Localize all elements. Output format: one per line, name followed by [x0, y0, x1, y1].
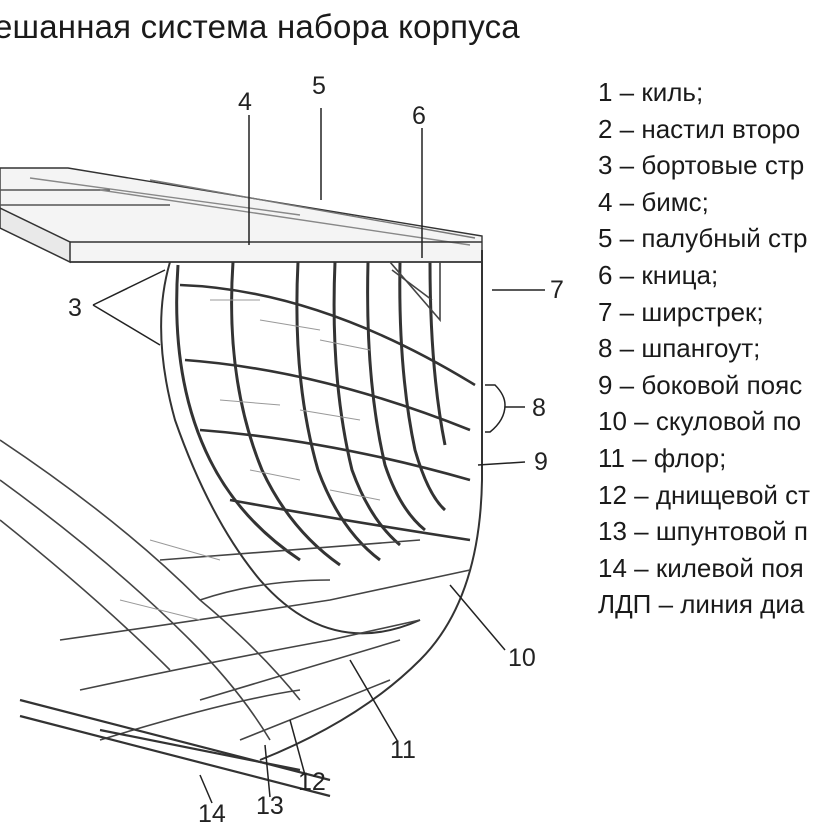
callout-6: 6	[412, 102, 426, 130]
deck-edge-plank	[0, 207, 71, 264]
callout-10: 10	[508, 644, 536, 672]
callout-4: 4	[238, 88, 252, 116]
callout-11: 11	[390, 736, 416, 764]
legend-item-1: 1 – киль;	[598, 77, 704, 107]
callout-5: 5	[312, 72, 326, 100]
diagram-title: ешанная система набора корпуса	[0, 8, 520, 45]
legend-item-3: 3 – бортовые стр	[598, 150, 805, 181]
legend-item-13: 13 – шпунтовой п	[598, 516, 809, 547]
legend-item-9: 9 – боковой пояс	[598, 369, 803, 400]
side-shell	[160, 250, 483, 761]
leader-lines	[92, 108, 545, 804]
legend-item-11: 11 – флор;	[598, 442, 727, 473]
legend-item-2: 2 – настил второ	[598, 113, 801, 144]
deck-plate	[0, 167, 483, 263]
callout-9: 9	[534, 448, 548, 476]
callout-numbers: 4 5 6 3 7 8 9 10 11 12 13 14	[68, 72, 564, 828]
bottom-framing	[0, 439, 471, 741]
keel	[19, 698, 331, 798]
bracket	[388, 261, 441, 323]
shell-hatching	[119, 299, 381, 621]
legend-list: 1 – киль; 2 – настил второ 3 – бортовые …	[598, 74, 810, 623]
legend-item-14: 14 – килевой поя	[598, 552, 804, 583]
legend-item-12: 12 – днищевой ст	[598, 479, 811, 510]
legend-item-4: 4 – бимс;	[598, 186, 709, 217]
legend-item-6: 6 – кница;	[598, 259, 719, 290]
legend-item-8: 8 – шпангоут;	[598, 333, 761, 364]
callout-8: 8	[532, 394, 546, 422]
legend-item-ldp: ЛДП – линия диа	[598, 589, 805, 620]
stringers	[179, 283, 476, 542]
callout-7: 7	[550, 276, 564, 304]
legend-item-10: 10 – скуловой по	[598, 406, 802, 437]
callout-14: 14	[198, 800, 226, 828]
callout-13: 13	[256, 792, 284, 820]
legend-item-5: 5 – палубный стр	[598, 223, 808, 254]
callout-12: 12	[298, 768, 326, 796]
legend-item-7: 7 – ширстрек;	[598, 296, 764, 327]
callout-3: 3	[68, 294, 82, 322]
